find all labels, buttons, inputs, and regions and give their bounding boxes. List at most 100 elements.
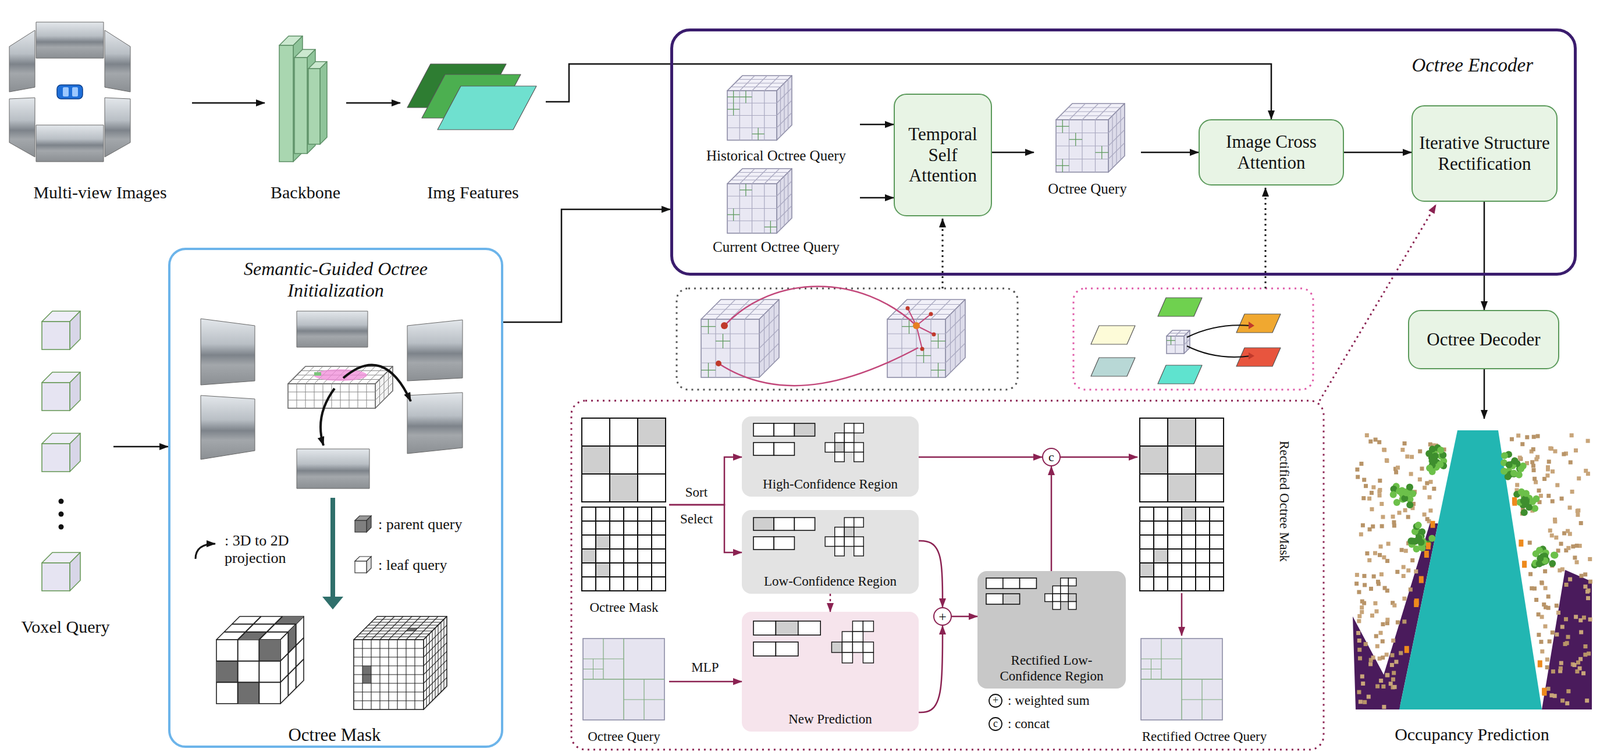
feature-illustration [407,64,537,130]
cube-top [288,366,393,384]
leader-line [941,218,944,289]
region-cell [773,442,795,456]
mask-cell [609,507,624,522]
grid-line [288,400,376,401]
region-cell [753,517,774,531]
mask-cell [623,563,638,578]
mask-cell [1181,577,1196,592]
region-box: High-Confidence Region [741,416,919,497]
grid-line [1056,132,1109,134]
region-cell [1003,594,1020,605]
cube-front [727,90,777,141]
feature-map [437,86,537,130]
query-figure: Historical Octree Query [692,72,860,165]
fine-line [739,96,752,98]
building-voxel [1361,496,1366,501]
cube-side [776,168,792,234]
region-cell [834,442,845,453]
mask-cell [1195,521,1210,536]
grid-line [280,659,304,683]
building-voxel [1550,630,1555,635]
legend-svg [353,514,374,535]
fine-line [1166,340,1176,341]
building-voxel [1539,580,1544,585]
region-cell [1060,594,1069,603]
cube-front [727,183,777,234]
grid-line [1186,333,1187,351]
grid-line [701,333,760,334]
building-voxel [1424,481,1429,486]
building-voxel [1560,624,1565,629]
feature-map [1090,357,1136,377]
grid-line [379,379,380,405]
grid-line [440,622,442,693]
mask-cell [1181,549,1196,564]
grid-line [734,175,785,177]
slab-front [279,45,294,162]
node-label: Rectified Low-Confidence Region [982,653,1122,685]
region-cell [1060,578,1069,587]
building-voxel [1357,648,1362,653]
building-voxel [1356,631,1361,636]
legend-text: : weighted sum [1007,693,1090,709]
building-voxel [1568,460,1573,465]
grid-line [887,362,946,364]
sampling-dot [905,306,910,311]
camera-photo [104,30,131,92]
building-voxel [1359,605,1364,610]
mask-cell [581,507,596,522]
building-voxel [1355,573,1360,578]
mask-cell [1195,507,1210,522]
cube-side [69,433,81,472]
mask-cell [1167,563,1182,578]
grid-line [582,678,665,680]
vegetation-voxel [1428,445,1436,453]
operator-symbol [989,694,1002,708]
building-voxel [1579,630,1584,635]
building-voxel [1576,660,1581,666]
building-voxel [1360,674,1365,679]
mask-cell [1153,521,1168,536]
building-voxel [1363,484,1368,489]
semantic-cell [314,372,322,376]
grid-line [305,384,307,409]
sample-mark [1248,352,1255,360]
camera-photo [104,97,131,158]
region-cell [1052,602,1061,611]
building-voxel [1360,599,1365,604]
mask-cell [609,521,624,536]
building-voxel [1402,441,1407,446]
region-cell [834,527,845,538]
connector [1483,369,1486,419]
query-figure: Voxel Query [17,302,114,638]
connector [346,102,401,105]
legend-text: : 3D to 2D projection [224,532,314,568]
building-voxel [1380,639,1385,644]
connector [918,456,1043,459]
mask-figure: Rectified Octree Mask [1137,414,1295,594]
slab-front [294,57,308,154]
vegetation-voxel [1510,470,1518,478]
mask-cell [1195,474,1224,503]
vegetation-voxel [1536,546,1543,554]
building-voxel [1529,586,1534,591]
building-voxel [1515,482,1520,487]
mask-cell [1195,549,1210,564]
building-voxel [1584,698,1589,703]
mask-cell [1139,507,1154,522]
fine-line [1095,152,1109,154]
grid-line [434,628,436,699]
building-voxel [1371,574,1376,579]
vegetation-voxel [1522,498,1530,506]
building-voxel [1369,491,1374,496]
legend-sample [192,538,220,562]
cube-front [1166,336,1184,354]
region-cell [1068,594,1077,603]
grid-line [296,384,298,409]
building-voxel [1394,470,1399,475]
building-voxel [1391,514,1396,519]
region-cell [986,578,1004,589]
legend-arrow [195,544,216,560]
building-voxel [1531,435,1536,440]
